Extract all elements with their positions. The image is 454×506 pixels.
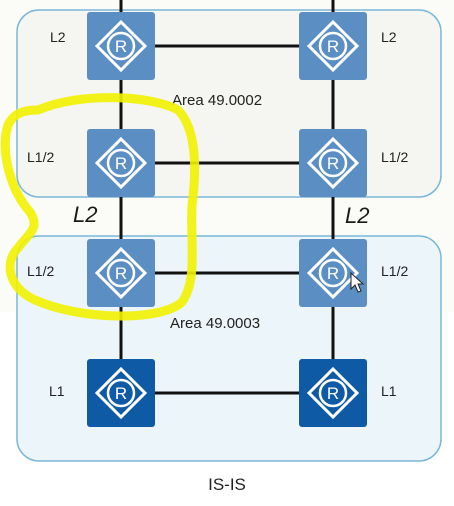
router-circle-icon: [106, 148, 136, 178]
router-tile: [87, 359, 155, 427]
router-symbol: R: [327, 37, 339, 56]
level-label-r-d-right: L1: [381, 383, 397, 399]
level-label-r-d-left: L1: [49, 383, 65, 399]
router-symbol: R: [327, 154, 339, 173]
router-r-b-left[interactable]: R: [87, 129, 155, 197]
router-symbol: R: [115, 154, 127, 173]
level-label-r-c-left: L1/2: [27, 263, 54, 279]
router-diamond-icon: [306, 19, 360, 73]
router-r-c-left[interactable]: R: [87, 239, 155, 307]
router-tile: [299, 129, 367, 197]
area-49-0003-box: [16, 235, 442, 462]
router-diamond-icon: [94, 19, 148, 73]
router-symbol: R: [327, 384, 339, 403]
yellow-highlight-loop: [0, 93, 200, 321]
router-circle-icon: [318, 258, 348, 288]
router-diamond-icon: [94, 366, 148, 420]
router-r-d-left[interactable]: R: [87, 359, 155, 427]
router-diamond-icon: [306, 246, 360, 300]
mouse-cursor-icon: [350, 271, 365, 293]
router-tile: [87, 239, 155, 307]
router-diamond-icon: [306, 136, 360, 190]
area-49-0003-label: Area 49.0003: [170, 315, 260, 332]
router-tile: [87, 12, 155, 80]
router-r-a-left[interactable]: R: [87, 12, 155, 80]
router-r-d-right[interactable]: R: [299, 359, 367, 427]
router-tile: [299, 359, 367, 427]
router-r-a-right[interactable]: R: [299, 12, 367, 80]
area-49-0002-label: Area 49.0002: [172, 92, 262, 109]
router-tile: [299, 12, 367, 80]
router-symbol: R: [115, 37, 127, 56]
router-circle-icon: [318, 148, 348, 178]
router-r-b-right[interactable]: R: [299, 129, 367, 197]
router-r-c-right[interactable]: R: [299, 239, 367, 307]
routers-layer: R R R R R R R R: [87, 12, 367, 427]
router-symbol: R: [115, 264, 127, 283]
level-label-r-c-right: L1/2: [381, 263, 408, 279]
router-circle-icon: [106, 258, 136, 288]
router-circle-icon: [106, 378, 136, 408]
router-symbol: R: [115, 384, 127, 403]
level-label-r-a-right: L2: [381, 29, 397, 45]
router-diamond-icon: [306, 366, 360, 420]
router-diamond-icon: [94, 136, 148, 190]
diagram-caption: IS-IS: [208, 475, 246, 494]
handwritten-note-left: L2: [73, 202, 97, 227]
router-tile: [299, 239, 367, 307]
router-circle-icon: [318, 31, 348, 61]
level-label-r-a-left: L2: [50, 29, 66, 45]
router-diamond-icon: [94, 246, 148, 300]
router-circle-icon: [106, 31, 136, 61]
handwritten-note-right: L2: [345, 203, 369, 228]
router-circle-icon: [318, 378, 348, 408]
level-label-r-b-left: L1/2: [27, 149, 54, 165]
level-label-r-b-right: L1/2: [381, 149, 408, 165]
router-symbol: R: [327, 264, 339, 283]
router-tile: [87, 129, 155, 197]
